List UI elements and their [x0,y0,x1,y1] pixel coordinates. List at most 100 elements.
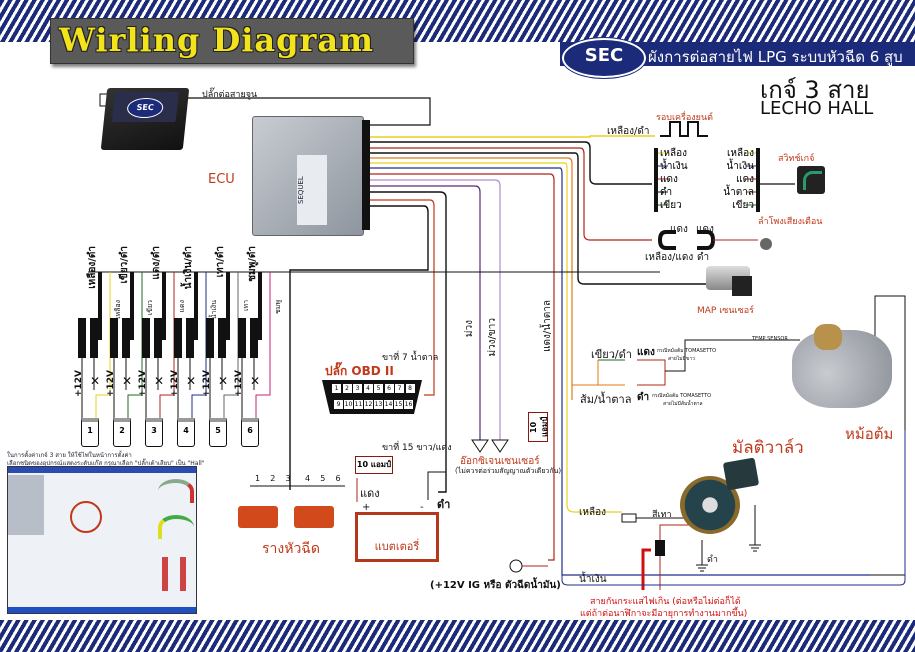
rpm-label: รอบเครื่องยนต์ [656,113,713,123]
gauge-right-wire: เหลือง [726,148,754,159]
injector-supply-label: +12V [74,370,84,398]
injector-nozzle-icon: 4 [177,418,195,447]
gauge-switch-icon [797,166,825,194]
multivalve-frame [561,430,906,586]
gauge-right-wire: แดง [736,174,754,185]
obd-pin: 10 [344,400,353,409]
injector-connector-block [122,318,130,358]
obd-pin: 11 [354,400,363,409]
gauge-title: เกจ์ 3 สาย [760,76,870,104]
injector-wire-label: ชมพู/ดำ [247,246,258,282]
multivalve-blue-label: น้ำเงิน [579,574,607,585]
ig-note: (+12V IG หรือ ตัวฉีดน้ำมัน) [430,580,561,591]
wire-brown-obd [370,199,435,396]
oxygen-label: อ๊อกซิเจนเซนเซอร์ [460,456,540,467]
wire-black-injector [289,205,429,490]
buzzer-connector-left [657,230,676,250]
cut-mark-icon: ✕ [250,374,261,388]
buzzer-bottom-left: เหลือง/แดง [645,252,694,263]
ecu-brand: SEQUEL [297,155,327,225]
laptop-screen: SEC [111,92,179,122]
obd-label: ปลั๊ก OBD II [325,364,394,378]
diag-cable [108,97,431,126]
laptop-logo: SEC [126,98,165,118]
gauge-connector-left [654,148,658,212]
software-note-line1: ในการตั้งค่าเกจ์ 3 สาย ให้ใช้ไฟในหน้าการ… [7,452,132,459]
wire-yellow [370,162,622,513]
injector-wire-label: เหลือง/ดำ [87,246,98,289]
buzzer-icon [760,238,772,250]
battery-plus: + [362,502,371,513]
injector-wire-label: แดง/ดำ [151,246,162,280]
injector-side-wire-label: เหลือง [114,300,122,319]
software-note-line2: เลือกชนิดของอุปกรณ์แสดงระดับแก๊ส กรุณาเล… [7,460,205,467]
ig-plug-icon [509,559,523,573]
reducer-black-note1: กรณีหม้อต้ม TOMASETTO [652,393,712,399]
obd-pin7-label: ขาที่ 7 น้ำตาล [382,353,439,363]
battery-label: แบตเตอรี่ [374,540,420,553]
reducer-label: หม้อต้ม [845,425,894,443]
screenshot-titlebar [8,467,196,473]
injector-nozzle-icon: 3 [145,418,163,447]
battery-neg-wire [427,471,446,500]
rail-bus [250,470,345,487]
gauge-connector-right [756,148,760,212]
software-note: ในการตั้งค่าเกจ์ 3 สาย ให้ใช้ไฟในหน้าการ… [7,452,205,468]
rail-label: รางหัวฉีด [262,541,320,557]
injector-supply-label: +12V [138,370,148,398]
injector-connector-block [186,318,194,358]
multivalve-note2: แต่ถ้าต่อนาฬิกาจะมีอายุการทำงานมากขึ้น) [580,609,748,619]
injector-supply-wire [241,358,255,418]
gauge-right-wire: น้ำตาล [723,187,754,198]
obd-pin: 16 [404,400,413,409]
buzzer-top-left: แดง [670,224,688,235]
rail-group2-numbers: 4 5 6 [305,474,341,483]
temp-sensor-wire [665,339,800,372]
wire-orange-brown [572,360,625,386]
green-black-label: เขียว/ดำ [591,348,632,361]
buzzer-top-right: แดง [696,224,714,235]
multivalve-yellow-label: เหลือง [579,507,607,518]
wire-yellow-black [370,135,655,138]
injector-nozzle-icon: 1 [81,418,99,447]
rail-number: 5 [320,474,326,483]
map-sensor-label: MAP เซนเซอร์ [697,306,754,316]
screenshot-bar-2 [180,557,186,591]
diag-plug-label: ปลั๊กต่อสายจูน [202,90,258,100]
injector-side-wire-label: น้ำเงิน [210,300,218,320]
wire-black-battery [370,191,447,493]
battery-minus: - [420,502,424,513]
multivalve-purple-label: สีเทา [652,510,672,520]
rail-1-image [238,506,278,528]
rail-number: 6 [335,474,341,483]
cut-mark-icon: ✕ [186,374,197,388]
battery-pos-label: แดง [360,487,380,500]
screenshot-sidebar [8,475,44,535]
injector-connector-block [218,318,226,358]
temp-sensor-label: TEMP SENSOR [752,336,788,342]
injector-nozzle-icon: 5 [209,418,227,447]
oxygen-note: (ไม่ควรต่อร่วมสัญญาณตัวเดียวกัน) [455,467,562,475]
wire-purple-white [370,179,501,440]
title-box: Wirling Diagram [50,18,414,64]
injector-connector-block [154,318,162,358]
injector-side-wire-label: เขียว [146,300,154,316]
gauge-left-wire: เหลือง [660,148,688,159]
ecu-unit: SEQUEL [252,116,364,236]
obd-pin: 13 [374,400,383,409]
rail-2-image [294,506,334,528]
reducer-red-label: แดง [637,347,655,358]
screenshot-highlight-circle [70,501,102,533]
injector-nozzle-icon: 6 [241,418,259,447]
obd-pin: 5 [374,384,383,393]
rail-number: 1 [255,474,261,483]
oxygen-wire1-label: ม่วง [464,320,475,338]
wire-blue [370,167,870,576]
injector-supply-wire [209,358,223,418]
multivalve-black-label: ดำ [707,555,718,565]
cut-mark-icon: ✕ [154,374,165,388]
injector-side-wire-label: ชมพู [274,300,282,314]
multivalve-label: มัลติวาล์ว [732,438,804,458]
obd-pin: 9 [334,400,343,409]
